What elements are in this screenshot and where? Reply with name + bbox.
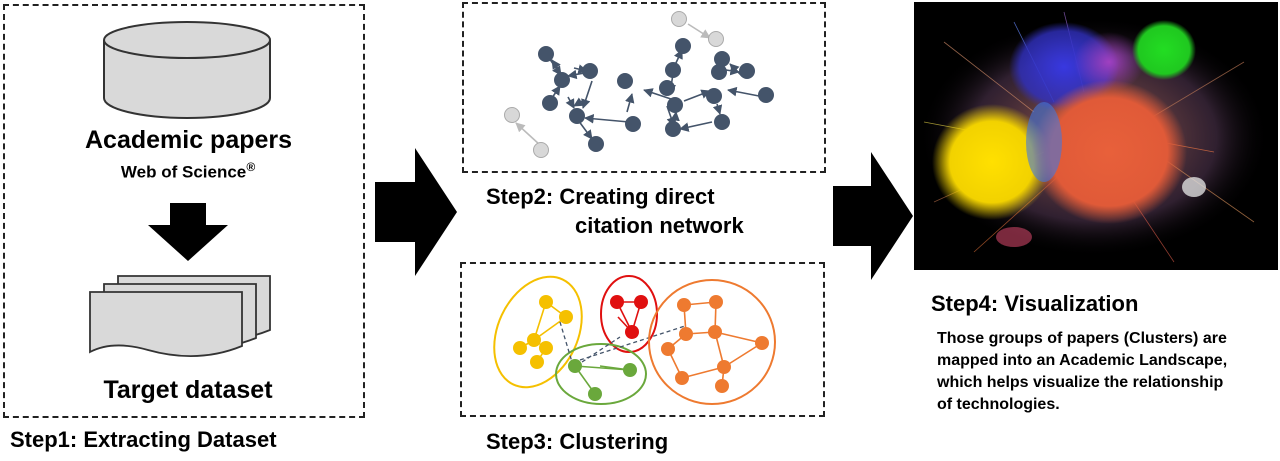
db-title: Academic papers — [85, 126, 293, 154]
database-icon — [103, 21, 271, 119]
step4-description-line: Those groups of papers (Clusters) are — [937, 330, 1227, 347]
document-stack-icon — [89, 275, 271, 357]
citation-network-graphic — [504, 11, 774, 158]
step2-label-line1: Step2: Creating direct — [486, 184, 715, 209]
step4-description: Those groups of papers (Clusters) are ma… — [937, 328, 1227, 416]
step1-label: Step1: Extracting Dataset — [10, 427, 277, 452]
target-dataset-label: Target dataset — [103, 376, 273, 404]
step4-description-line: mapped into an Academic Landscape, — [937, 352, 1228, 369]
step4-description-line: which helps visualize the relationship — [937, 374, 1224, 391]
right-arrow-icon — [833, 152, 913, 280]
right-arrow-icon — [375, 148, 457, 276]
academic-landscape-visualization — [914, 2, 1278, 270]
step4-description-line: of technologies. — [937, 396, 1060, 413]
clustering-graphic — [493, 275, 776, 405]
down-arrow-icon — [148, 203, 228, 261]
step1-panel — [3, 4, 365, 418]
step3-label: Step3: Clustering — [486, 429, 669, 454]
step2-panel — [462, 2, 826, 173]
db-source-name: Web of Science — [120, 162, 247, 182]
registered-trademark: ® — [246, 160, 256, 174]
db-source: Web of Science® — [85, 160, 291, 183]
step3-panel — [460, 262, 825, 417]
step2-label-line2: citation network — [575, 213, 744, 238]
step2-label: Step2: Creating direct citation network — [486, 182, 744, 240]
step4-label: Step4: Visualization — [931, 291, 1139, 316]
